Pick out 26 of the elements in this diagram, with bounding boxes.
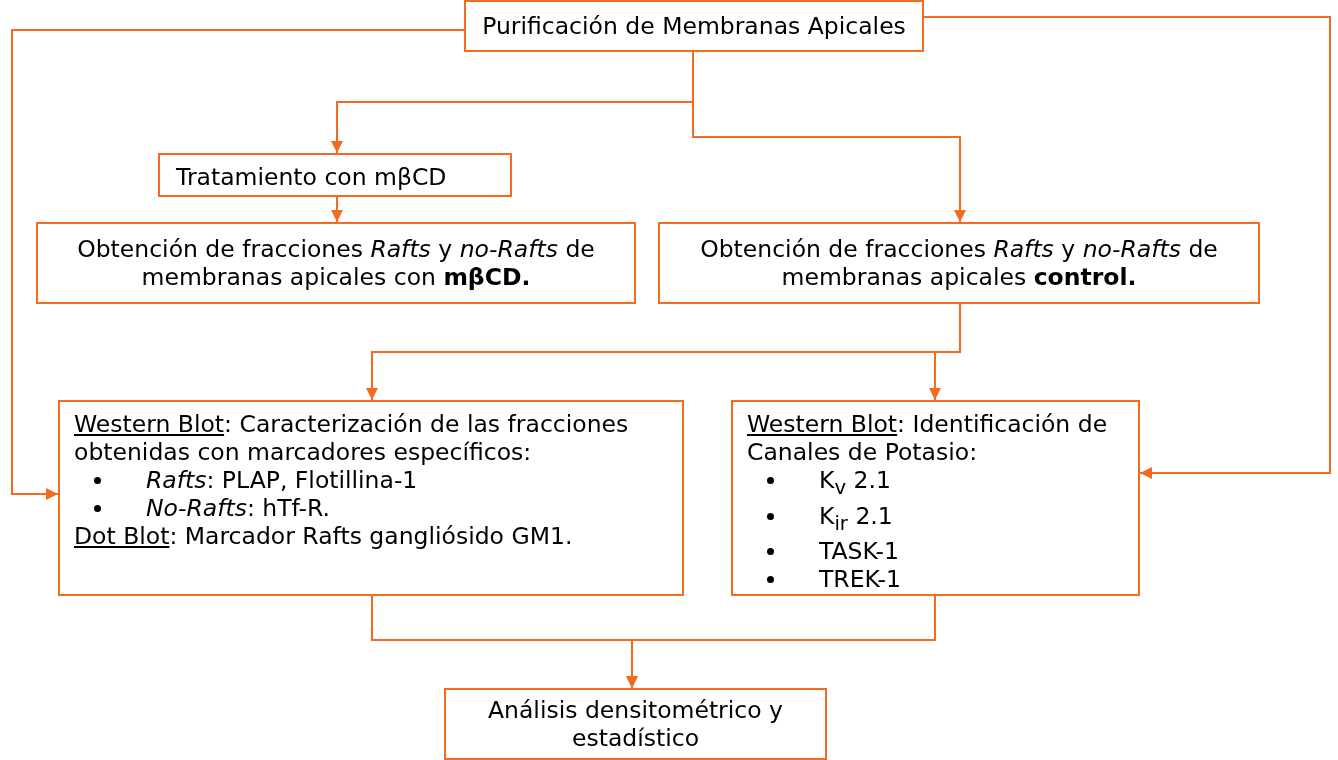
process-box	[464, 0, 924, 52]
box-text: Purificación de Membranas Apicales	[482, 12, 906, 40]
box-text: Análisis densitométrico y estadístico	[487, 696, 784, 752]
box-text: Western Blot: Identificación de Canales de Potasio:	[747, 410, 1109, 466]
arrow	[923, 16, 1331, 479]
list-item: TREK-1	[819, 565, 1124, 594]
arrow	[626, 595, 936, 689]
box-text: Obtención de fracciones Rafts y no-Rafts de membranas apicales control.	[699, 235, 1219, 291]
process-box	[36, 222, 636, 304]
process-box	[658, 222, 1260, 304]
list-item: TASK-1	[819, 537, 1124, 566]
process-box	[158, 153, 512, 197]
arrow	[929, 303, 961, 401]
arrow	[11, 29, 465, 500]
list-item: K$_{ir}$ 2.1	[819, 501, 1124, 538]
box-text: Obtención de fracciones Rafts y no-Rafts de membranas apicales con mβCD.	[76, 235, 596, 291]
list-item: Rafts: PLAP, Flotillina-1	[146, 466, 668, 494]
list-item: K$_{v}$ 2.1	[819, 466, 1124, 502]
arrow	[331, 196, 343, 223]
list-item: No-Rafts: hTf-R.	[146, 494, 668, 522]
box-text: Dot Blot: Marcador Rafts gangliósido GM1.	[74, 522, 574, 550]
process-box	[444, 688, 827, 760]
box-text: Western Blot: Caracterización de las fracciones obtenidas con marcadores específicos:	[74, 410, 630, 466]
box-text: Tratamiento con mβCD	[176, 163, 448, 191]
process-box	[731, 400, 1140, 596]
process-box	[58, 400, 684, 596]
